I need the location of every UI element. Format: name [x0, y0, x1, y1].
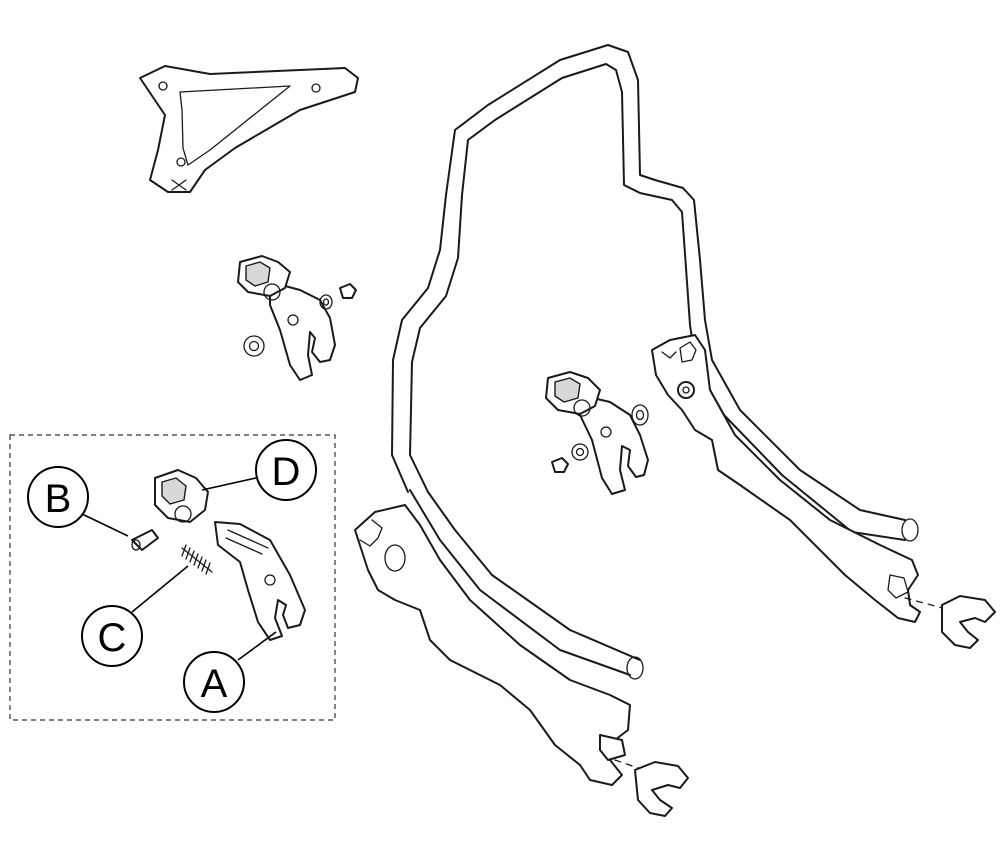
upper-latch-assembly — [237, 255, 357, 381]
bushing-clip-right — [941, 595, 996, 649]
spring — [181, 544, 213, 575]
bushing-clip-left — [634, 761, 689, 817]
sissy-bar-frame — [354, 44, 951, 786]
callout-c-label: C — [98, 616, 127, 660]
callout-a-label: A — [201, 662, 228, 706]
pin — [131, 529, 159, 551]
callout-d: D — [201, 439, 317, 501]
callout-b-label: B — [45, 477, 72, 521]
callout-b: B — [27, 466, 129, 537]
callout-d-label: D — [272, 450, 301, 494]
backrest-mounting-plate — [139, 65, 359, 193]
detail-inset — [9, 434, 336, 721]
latch-plate — [214, 521, 306, 641]
right-latch-assembly — [545, 371, 695, 495]
callout-a: A — [183, 631, 277, 713]
callout-c: C — [81, 565, 189, 667]
